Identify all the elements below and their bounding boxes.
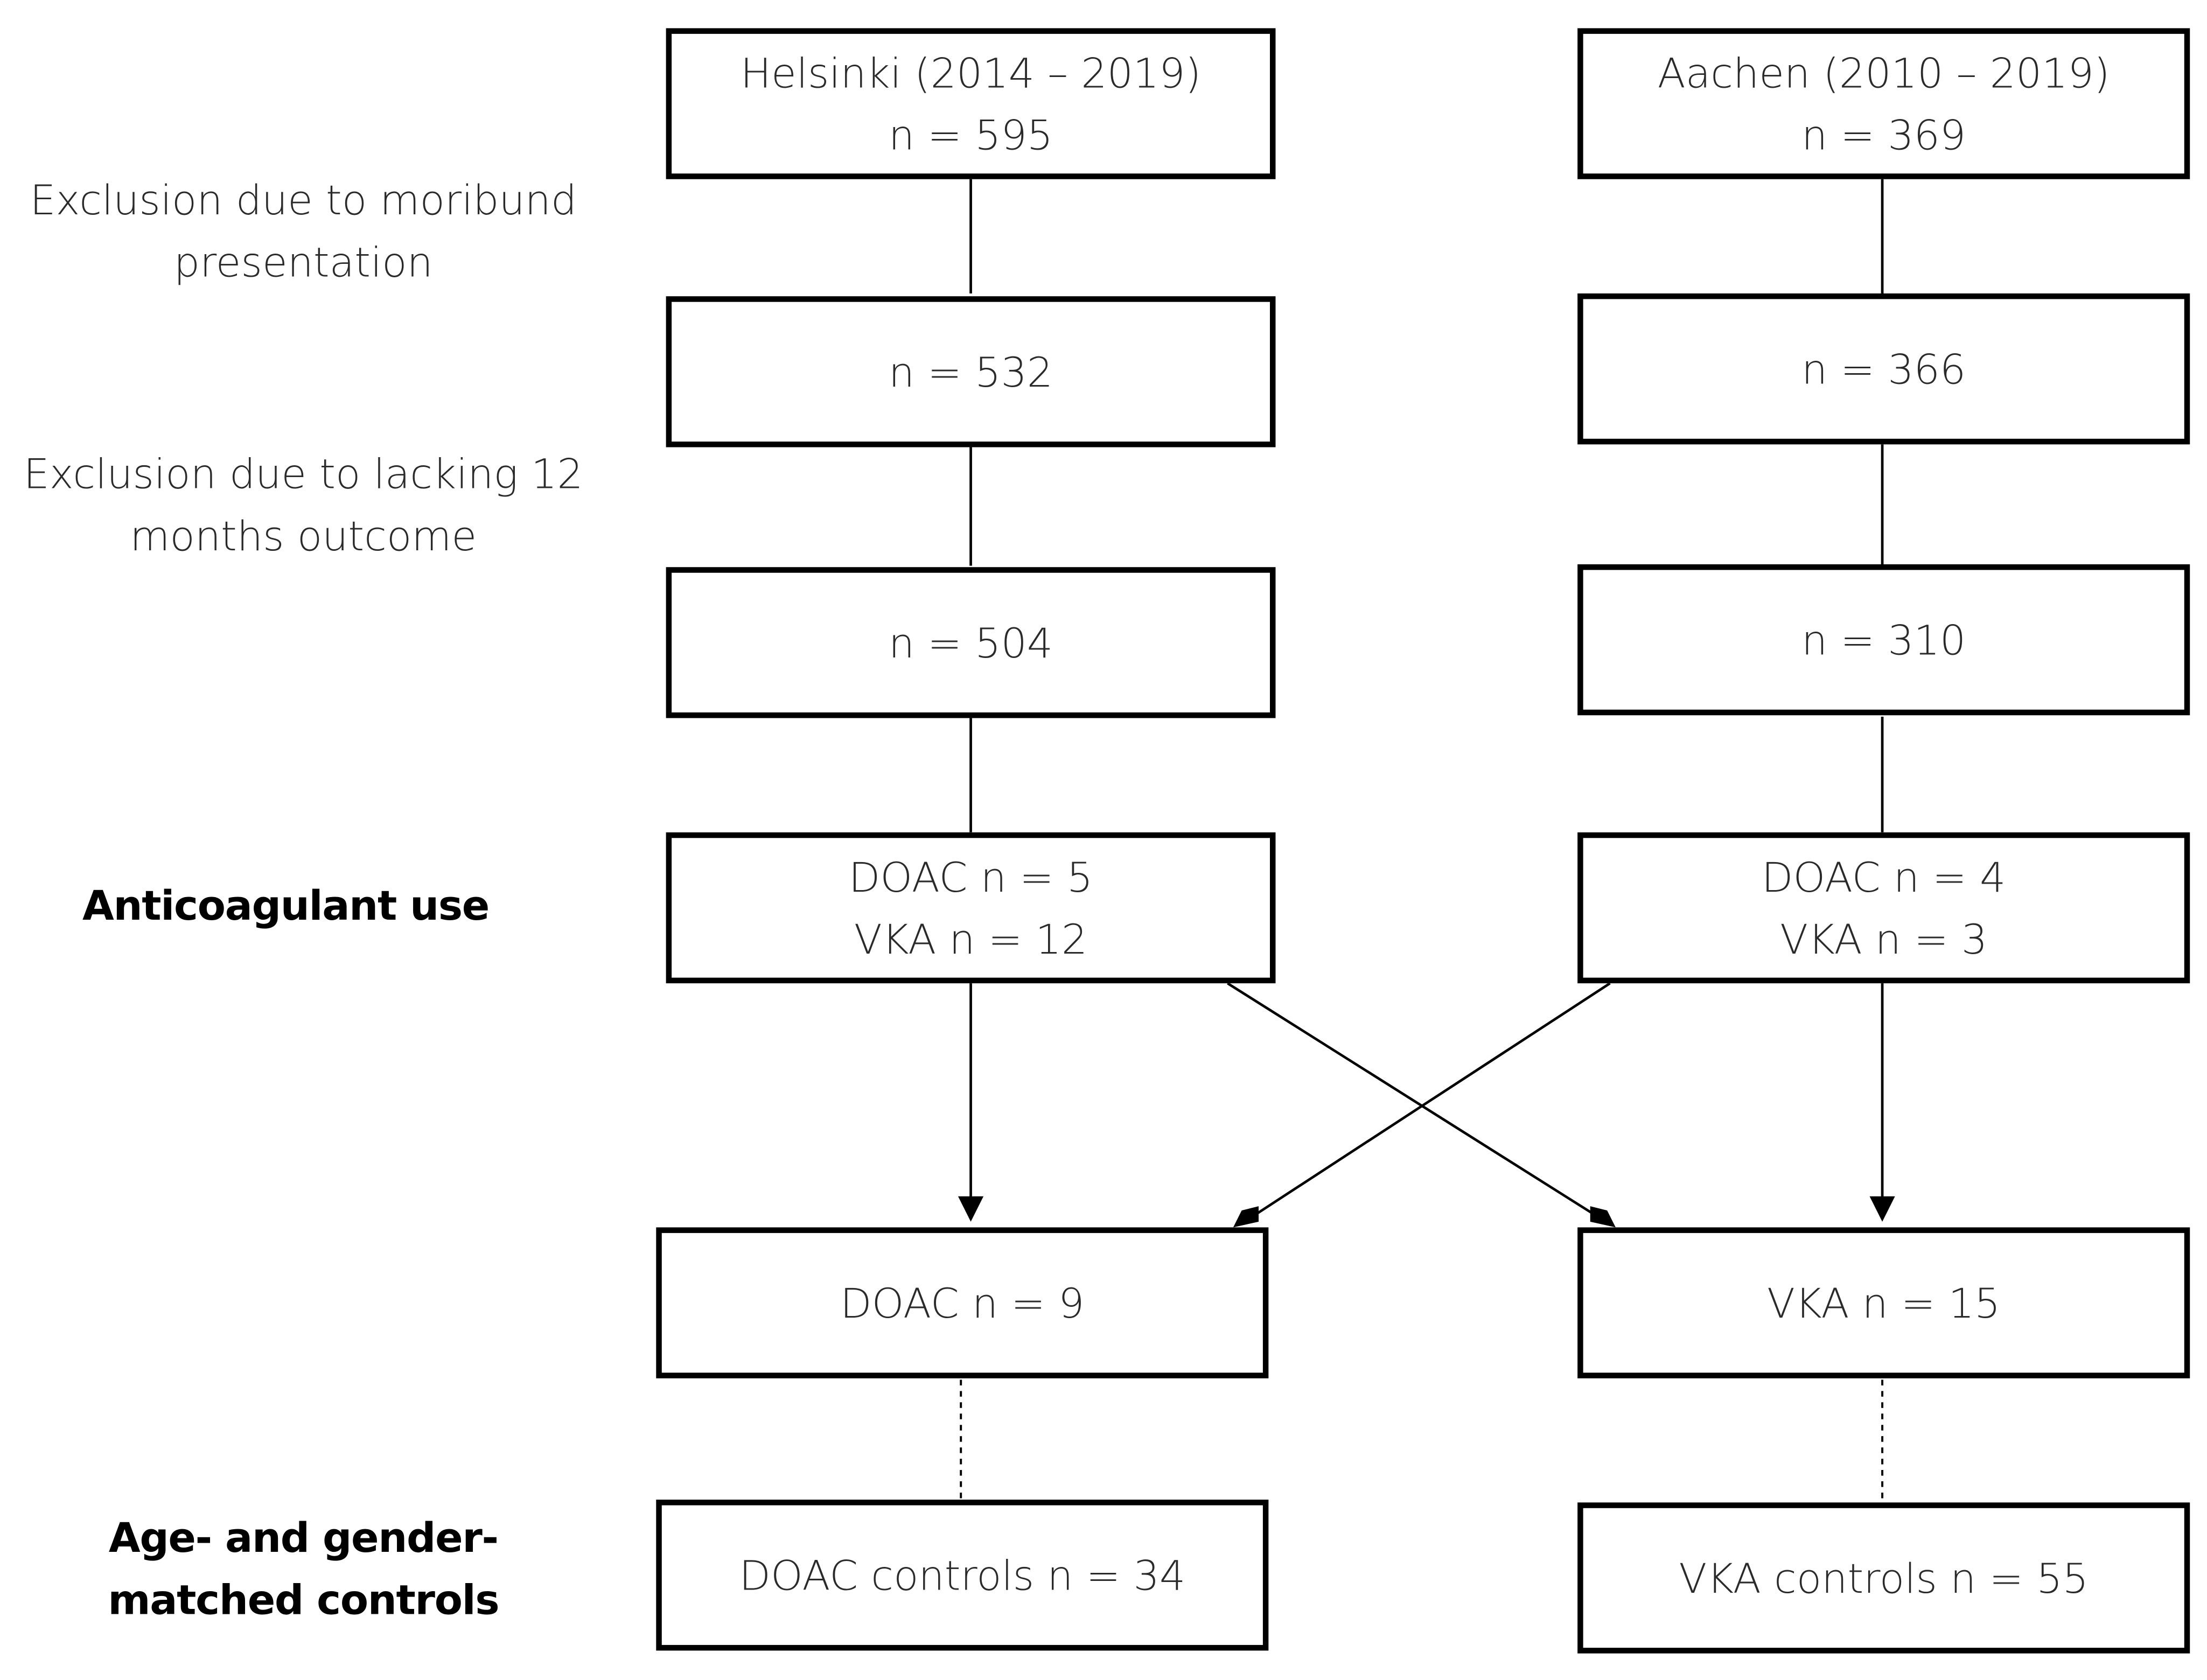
aachen-after-moribund-box: n = 366	[1577, 293, 2190, 445]
helsinki-count: n = 595	[888, 110, 1053, 159]
arrowhead-left-to-vka	[1590, 1206, 1616, 1228]
helsinki-vka-count: VKA n = 12	[854, 915, 1088, 963]
helsinki-title: Helsinki (2014 – 2019)	[740, 48, 1202, 97]
aachen-after-moribund-count: n = 366	[1801, 345, 1966, 393]
helsinki-after-outcome-box: n = 504	[666, 567, 1276, 718]
arrow-right-to-doac	[1244, 982, 1611, 1223]
aachen-anticoagulant-box: DOAC n = 4 VKA n = 3	[1577, 832, 2190, 984]
anticoagulant-use-label: Anticoagulant use	[14, 874, 557, 936]
matched-controls-line1: Age- and gender-	[108, 1514, 499, 1562]
moribund-exclusion-line1: Exclusion due to moribund	[30, 176, 577, 225]
helsinki-after-moribund-box: n = 532	[666, 296, 1276, 447]
aachen-after-outcome-count: n = 310	[1801, 615, 1966, 664]
aachen-title: Aachen (2010 – 2019)	[1657, 48, 2110, 97]
anticoagulant-use-text: Anticoagulant use	[82, 881, 490, 930]
moribund-exclusion-line2: presentation	[173, 238, 433, 286]
helsinki-after-moribund-count: n = 532	[888, 347, 1053, 396]
doac-group-count: DOAC n = 9	[840, 1279, 1085, 1327]
outcome-exclusion-label: Exclusion due to lacking 12 months outco…	[14, 443, 592, 568]
aachen-count: n = 369	[1801, 110, 1966, 159]
helsinki-doac-count: DOAC n = 5	[848, 852, 1093, 901]
outcome-exclusion-line2: months outcome	[130, 512, 477, 561]
matched-controls-line2: matched controls	[108, 1576, 499, 1624]
vka-controls-count: VKA controls n = 55	[1679, 1553, 2089, 1602]
aachen-vka-count: VKA n = 3	[1780, 915, 1988, 963]
outcome-exclusion-line1: Exclusion due to lacking 12	[23, 450, 583, 498]
vka-group-count: VKA n = 15	[1766, 1279, 2001, 1327]
aachen-after-outcome-box: n = 310	[1577, 564, 2190, 716]
arrowhead-right-to-doac	[1233, 1206, 1259, 1228]
aachen-start-box: Aachen (2010 – 2019) n = 369	[1577, 28, 2190, 179]
doac-controls-box: DOAC controls n = 34	[656, 1500, 1269, 1651]
doac-group-box: DOAC n = 9	[656, 1227, 1269, 1378]
arrow-left-to-vka	[1227, 982, 1607, 1223]
matched-controls-label: Age- and gender- matched controls	[28, 1507, 578, 1631]
doac-controls-count: DOAC controls n = 34	[739, 1551, 1186, 1599]
moribund-exclusion-label: Exclusion due to moribund presentation	[14, 169, 592, 293]
vka-controls-box: VKA controls n = 55	[1577, 1502, 2190, 1654]
helsinki-start-box: Helsinki (2014 – 2019) n = 595	[666, 28, 1276, 179]
arrowhead-right-to-vka	[1869, 1196, 1895, 1222]
helsinki-after-outcome-count: n = 504	[888, 618, 1053, 667]
aachen-doac-count: DOAC n = 4	[1762, 852, 2006, 901]
arrowhead-left-to-doac	[958, 1196, 984, 1222]
vka-group-box: VKA n = 15	[1577, 1227, 2190, 1378]
helsinki-anticoagulant-box: DOAC n = 5 VKA n = 12	[666, 832, 1276, 984]
